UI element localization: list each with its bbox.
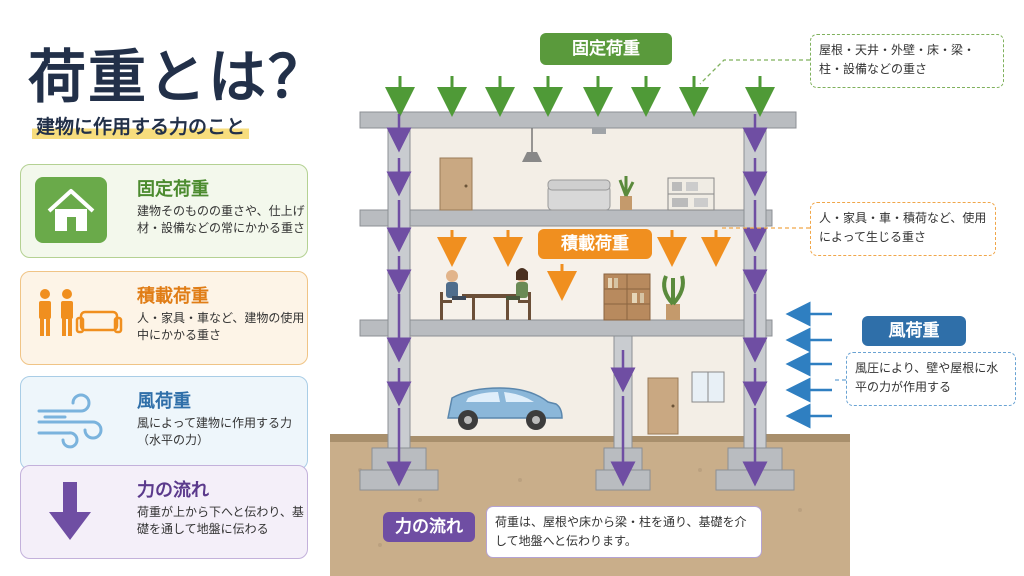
card-title: 積載荷重: [137, 286, 209, 307]
ceiling-lamp-icon: [522, 152, 542, 162]
card-description: 荷重が上から下へと伝わり、基礎を通して地盤に伝わる: [137, 505, 304, 536]
plant-icon: [618, 176, 635, 197]
force-flow-note: 荷重は、屋根や床から梁・柱を通り、基礎を介して地盤へと伝わります。: [486, 506, 762, 558]
live-load-note: 人・家具・車・積荷など、使用によって生じる重さ: [810, 202, 996, 256]
force-flow-arrows: [386, 114, 768, 487]
live-load-arrows: [437, 230, 731, 301]
plant-icon: [662, 275, 685, 306]
card-description: 建物そのものの重さや、仕上げ材・設備などの常にかかる重さ: [137, 204, 306, 235]
page-title: 荷重とは？: [28, 43, 329, 111]
fixed-load-note: 屋根・天井・外壁・床・梁・柱・設備などの重さ: [810, 34, 1004, 88]
fixed-load-arrows: [385, 76, 775, 117]
house-icon: [35, 177, 107, 243]
card-description: 風によって建物に作用する力（水平の力）: [137, 416, 293, 447]
wind-load-note: 風圧により、壁や屋根に水平の力が作用する: [846, 352, 1016, 406]
force-flow-label: 力の流れ: [383, 512, 475, 542]
roof-slab: [359, 111, 797, 129]
fixed-load-label: 固定荷重: [540, 33, 672, 65]
door: [439, 157, 473, 211]
live-load-label: 積載荷重: [538, 229, 652, 259]
wind-icon: [35, 389, 107, 455]
first-floor-slab: [359, 319, 773, 337]
people-sofa-icon: [35, 284, 123, 350]
card-title: 固定荷重: [137, 179, 209, 200]
card-force-flow: 力の流れ 荷重が上から下へと伝わり、基礎を通して地盤に伝わる: [20, 465, 308, 559]
second-floor-slab: [359, 209, 773, 227]
page-subtitle: 建物に作用する力のこと: [32, 112, 250, 139]
car-icon: [447, 387, 563, 430]
card-fixed-load: 固定荷重 建物そのものの重さや、仕上げ材・設備などの常にかかる重さ: [20, 164, 308, 258]
dining-table-people: [440, 292, 531, 320]
card-live-load: 積載荷重 人・家具・車など、建物の使用中にかかる重さ: [20, 271, 308, 365]
wind-load-arrows: [785, 301, 832, 429]
card-title: 風荷重: [137, 391, 191, 412]
wind-load-label: 風荷重: [862, 316, 966, 346]
card-title: 力の流れ: [137, 480, 209, 501]
card-description: 人・家具・車など、建物の使用中にかかる重さ: [137, 311, 305, 342]
down-arrow-icon: [35, 478, 107, 544]
